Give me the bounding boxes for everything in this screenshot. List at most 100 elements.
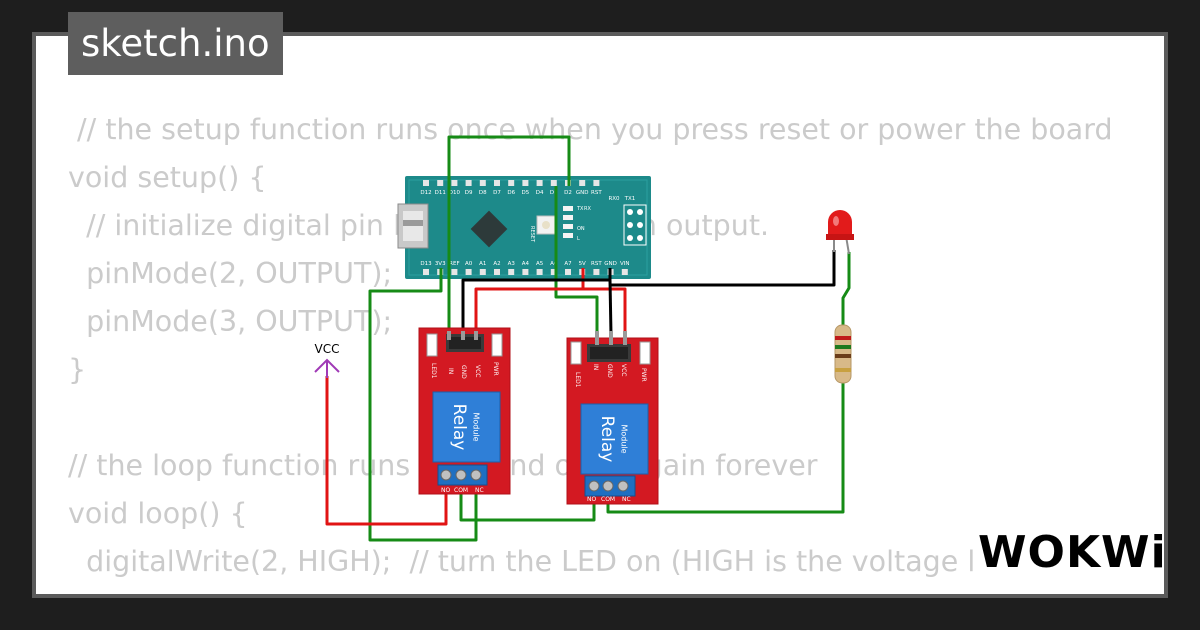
nano-top-pad[interactable] <box>423 180 429 186</box>
relay-module-1[interactable]: IN GND VCC LED1 PWR Relay Module NO COM … <box>418 327 511 495</box>
nano-bottom-pad[interactable] <box>494 269 500 275</box>
code-line: } <box>68 353 87 386</box>
nano-top-pin-label: D3 <box>550 190 558 196</box>
relay1-pwr-label: PWR <box>492 362 499 376</box>
relay2-pin-vcc: VCC <box>620 364 627 376</box>
nano-top-pad[interactable] <box>465 180 472 186</box>
led-tx-label: TX <box>576 206 584 212</box>
nano-bottom-pin-label: GND <box>604 261 617 267</box>
nano-serial-label: RX0 <box>608 196 620 202</box>
nano-top-pin-label: GND <box>576 190 589 196</box>
brand-logo: WOKWi <box>978 527 1167 578</box>
nano-top-pin-label: D5 <box>522 190 530 196</box>
wire-green-relay2-com-resistor[interactable] <box>606 382 845 514</box>
nano-bottom-pin-label: RST <box>591 261 602 267</box>
nano-bottom-pin-label: A4 <box>522 261 530 267</box>
resistor[interactable] <box>834 324 852 384</box>
code-line: void loop() { <box>68 497 248 530</box>
nano-top-pin-label: D9 <box>465 190 473 196</box>
nano-top-pin-label: D10 <box>449 190 461 196</box>
code-line: void setup() { <box>68 161 267 194</box>
nano-bottom-pad[interactable] <box>621 269 628 275</box>
relay1-title: Relay <box>449 404 469 451</box>
usb-connector <box>397 203 429 249</box>
nano-bottom-pin-label: A7 <box>564 261 572 267</box>
red-led[interactable] <box>826 210 854 255</box>
nano-top-pad[interactable] <box>451 180 458 186</box>
wire-green-3v3-loop[interactable] <box>368 268 478 542</box>
relay2-term-nc: NC <box>622 496 631 503</box>
nano-bottom-pad[interactable] <box>593 269 600 275</box>
vcc-label: VCC <box>315 342 340 356</box>
nano-serial-label: TX1 <box>624 196 636 202</box>
relay-module-2[interactable]: IN GND VCC LED1 PWR Relay Module NO COM … <box>566 337 659 505</box>
nano-top-pin-label: D12 <box>420 190 431 196</box>
relay1-term-com: COM <box>454 487 468 494</box>
code-line: delay(2000); // wait for a second <box>68 586 1134 594</box>
wire-green-d2-relay2-in[interactable] <box>554 186 599 335</box>
mcu-chip <box>470 210 508 248</box>
nano-bottom-pad[interactable] <box>479 269 486 275</box>
nano-bottom-pin-label: A6 <box>550 261 558 267</box>
wire-black-gnd-relay2-gnd[interactable] <box>608 279 613 336</box>
wire-black-gnd-led[interactable] <box>610 250 836 287</box>
nano-top-pad[interactable] <box>579 180 586 186</box>
relay2-term-no: NO <box>587 496 596 503</box>
nano-bottom-pin-label: A1 <box>479 261 486 267</box>
relay2-pin-in: IN <box>592 364 599 370</box>
nano-bottom-pin-label: A0 <box>465 261 473 267</box>
board-leds: TX RX ON L <box>563 206 591 242</box>
relay-header-pins <box>447 331 627 345</box>
wire-green-d3-relay1-in[interactable] <box>447 135 571 335</box>
relay1-pin-vcc: VCC <box>474 365 481 377</box>
relay2-pwr-label: PWR <box>640 368 647 382</box>
nano-bottom-pad[interactable] <box>536 269 543 275</box>
nano-top-pad[interactable] <box>494 180 500 186</box>
nano-top-pin-label: D8 <box>479 190 487 196</box>
nano-bottom-pad[interactable] <box>565 269 571 275</box>
wire-black-gnd-relay1-gnd[interactable] <box>461 268 612 335</box>
relay2-subtitle: Module <box>620 424 629 453</box>
code-line: // the setup function runs once when you… <box>68 113 1113 146</box>
wire-red-vcc-relay1-no[interactable] <box>325 376 448 526</box>
relay1-pin-gnd: GND <box>460 365 467 379</box>
nano-bottom-pin-label: 5V <box>579 261 586 267</box>
code-line: digitalWrite(2, HIGH); // turn the LED o… <box>68 545 1047 578</box>
nano-top-pin-label: D6 <box>507 190 515 196</box>
nano-top-pad[interactable] <box>550 180 557 186</box>
wire-green-resistor-led[interactable] <box>841 252 851 325</box>
vcc-symbol[interactable]: VCC <box>314 342 340 378</box>
nano-top-pad[interactable] <box>437 180 444 186</box>
relay1-term-no: NO <box>441 487 450 494</box>
nano-top-pad[interactable] <box>508 180 515 186</box>
nano-top-pin-label: D4 <box>536 190 544 196</box>
nano-bottom-pin-label: A2 <box>493 261 500 267</box>
nano-bottom-pad[interactable] <box>508 269 515 275</box>
led-rx-label: RX <box>584 206 591 212</box>
nano-bottom-pin-label: VIN <box>620 261 630 267</box>
nano-bottom-pad[interactable] <box>522 269 529 275</box>
nano-bottom-pad[interactable] <box>465 269 472 275</box>
nano-bottom-pad[interactable] <box>423 269 429 275</box>
file-tab[interactable]: sketch.ino <box>68 12 283 75</box>
reset-label: RESET <box>529 226 535 243</box>
nano-top-pad[interactable] <box>522 180 529 186</box>
nano-top-pin-label: D2 <box>564 190 572 196</box>
nano-top-pad[interactable] <box>536 180 543 186</box>
relay2-term-com: COM <box>601 496 615 503</box>
reset-button-cap <box>542 221 550 229</box>
canvas-card: // the setup function runs once when you… <box>36 36 1164 594</box>
relay1-led1-label: LED1 <box>430 363 437 379</box>
nano-top-pad[interactable] <box>593 180 600 186</box>
code-background: // the setup function runs once when you… <box>68 106 1134 594</box>
nano-top-pad[interactable] <box>479 180 486 186</box>
wire-green-relay1-com-relay2-no[interactable] <box>459 484 596 522</box>
wire-red-5v-relay2-vcc[interactable] <box>583 287 627 335</box>
relay1-term-nc: NC <box>475 487 484 494</box>
relay2-pin-gnd: GND <box>606 364 613 378</box>
relay2-title: Relay <box>597 416 617 463</box>
nano-bottom-pad[interactable] <box>451 269 458 275</box>
nano-bottom-pad[interactable] <box>550 269 557 275</box>
